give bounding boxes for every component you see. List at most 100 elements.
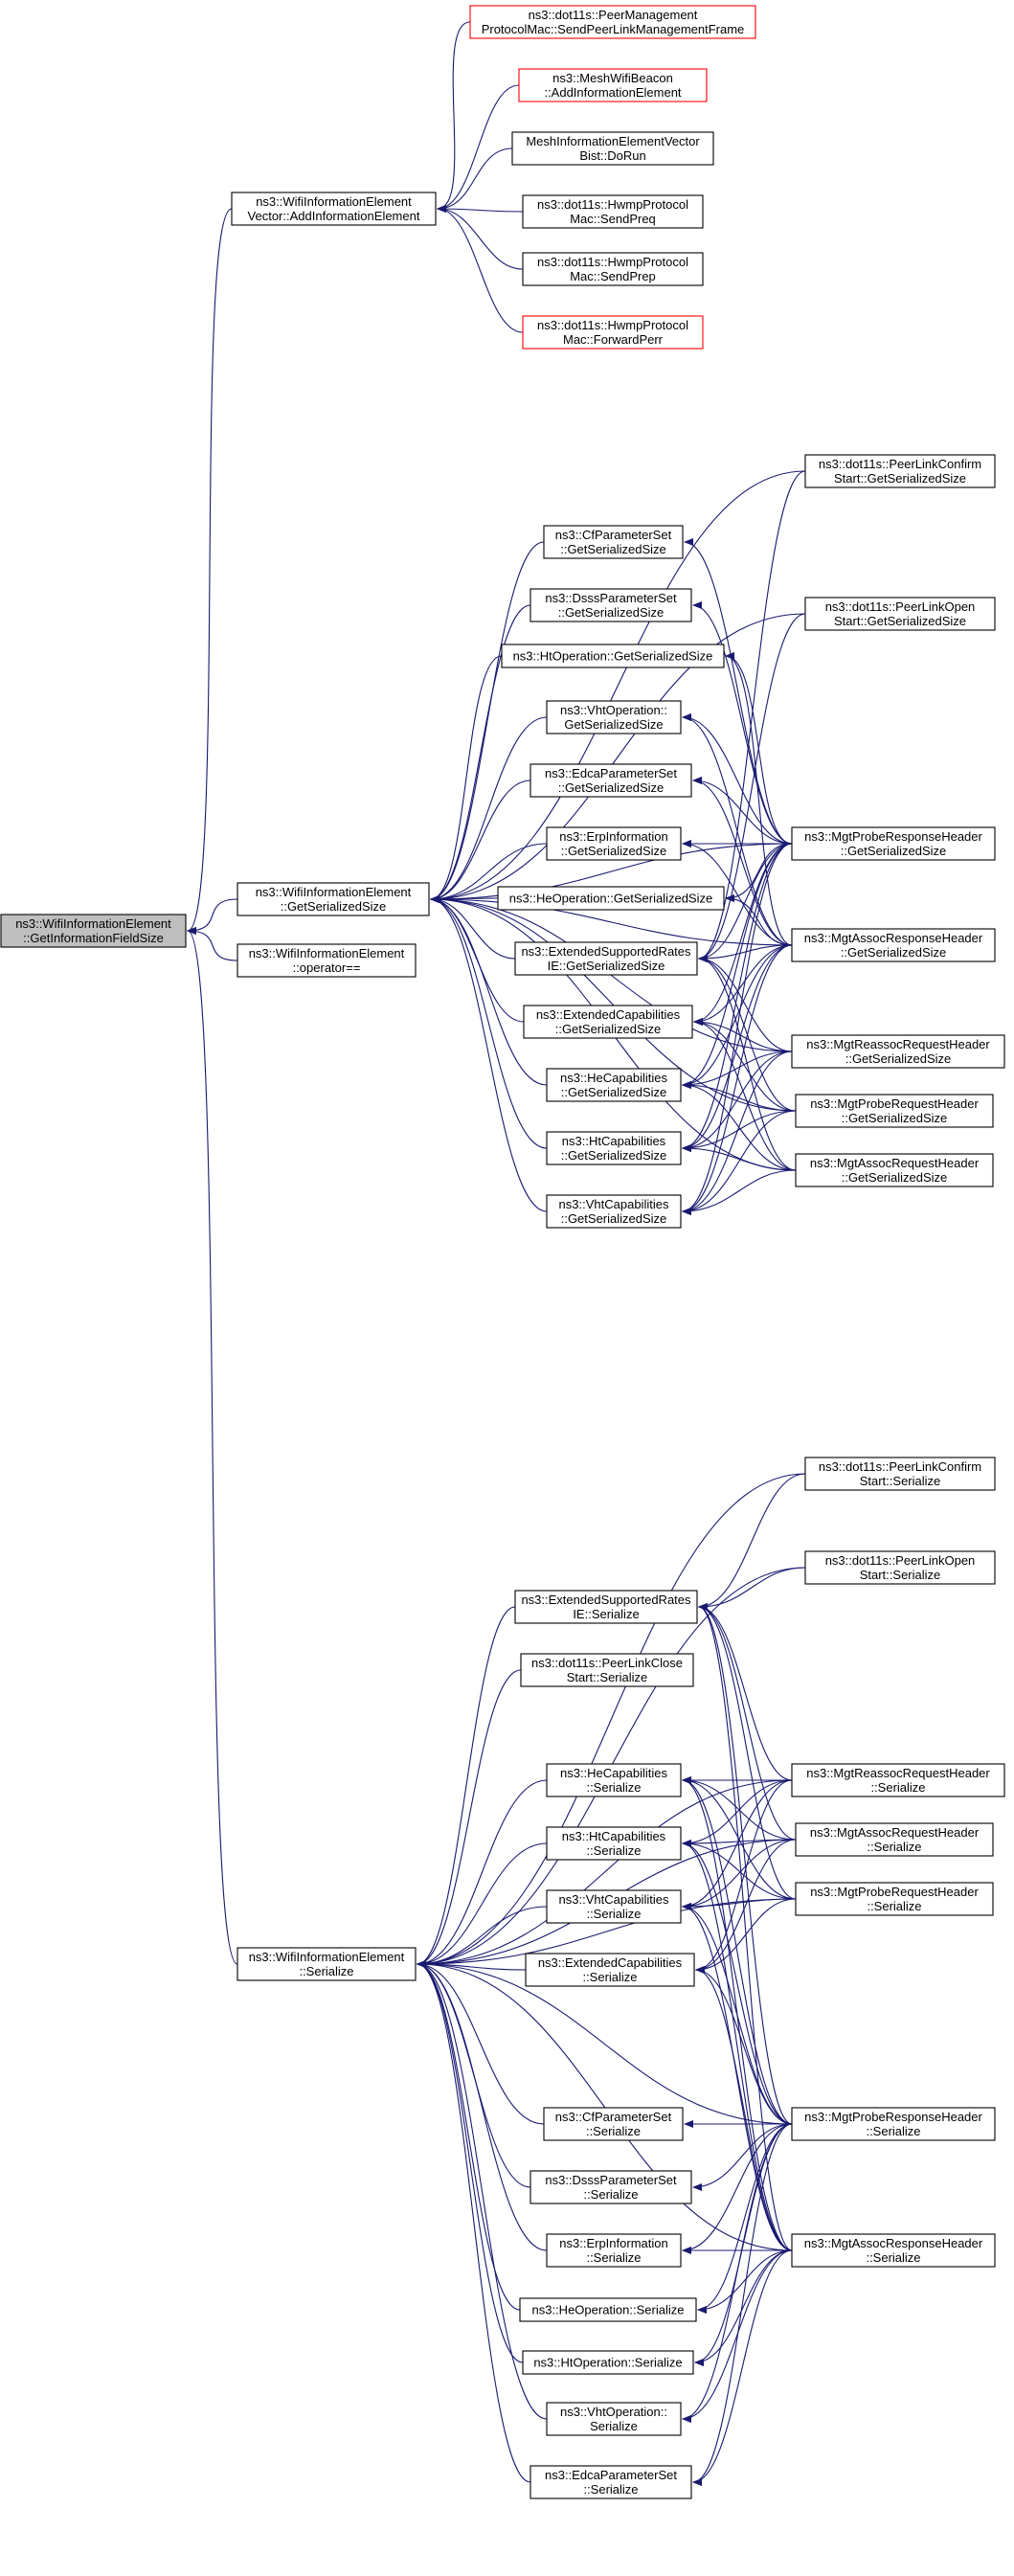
- node-hwmp-perr[interactable]: ns3::dot11s::HwmpProtocolMac::ForwardPer…: [522, 315, 704, 350]
- edge-s_probe_req-to-s_hecap: [682, 1776, 797, 1900]
- node-g-erp[interactable]: ns3::ErpInformation::GetSerializedSize: [546, 826, 682, 861]
- edge-s_assoc_resp-to-s_esr: [698, 1603, 793, 2251]
- node-label-line: Bist::DoRun: [579, 148, 645, 163]
- node-s-probe-resp[interactable]: ns3::MgtProbeResponseHeader::Serialize: [791, 2107, 996, 2141]
- node-mesh-beacon[interactable]: ns3::MeshWifiBeacon::AddInformationEleme…: [518, 68, 708, 102]
- node-g-htcap[interactable]: ns3::HtCapabilities::GetSerializedSize: [546, 1131, 682, 1165]
- node-vec-add[interactable]: ns3::WifiInformationElementVector::AddIn…: [231, 192, 437, 226]
- node-s-reassoc-req[interactable]: ns3::MgtReassocRequestHeader::Serialize: [791, 1763, 1005, 1797]
- node-label-line: ::Serialize: [866, 2250, 920, 2265]
- node-label-line: ::Serialize: [586, 1780, 641, 1795]
- node-s-vhtop[interactable]: ns3::VhtOperation::Serialize: [546, 2402, 682, 2436]
- node-box: [514, 1590, 698, 1624]
- edge-s_assoc_req-to-s_ecap: [695, 1839, 797, 1974]
- node-g-plc[interactable]: ns3::dot11s::PeerLinkConfirmStart::GetSe…: [804, 454, 996, 488]
- node-box: [520, 1653, 694, 1687]
- node-g-reassoc-req[interactable]: ns3::MgtReassocRequestHeader::GetSeriali…: [791, 1034, 1005, 1069]
- node-s-assoc-resp[interactable]: ns3::MgtAssocResponseHeader::Serialize: [791, 2233, 996, 2268]
- edge-s_plclose-to-ser: [417, 1669, 522, 1968]
- node-label-line: ns3::HtCapabilities: [562, 1829, 666, 1843]
- node-s-erp[interactable]: ns3::ErpInformation::Serialize: [546, 2233, 682, 2268]
- edge-s_assoc_req-to-s_hecap: [682, 1776, 797, 1841]
- node-g-probe-resp[interactable]: ns3::MgtProbeResponseHeader::GetSerializ…: [791, 826, 996, 861]
- node-g-vhtcap[interactable]: ns3::VhtCapabilities::GetSerializedSize: [546, 1194, 682, 1229]
- node-g-assoc-req[interactable]: ns3::MgtAssocRequestHeader::GetSerialize…: [795, 1153, 994, 1187]
- edge-s_assoc_req-to-s_htcap: [682, 1839, 797, 1847]
- node-label-line: ::AddInformationElement: [544, 85, 681, 100]
- edge-s_probe_req-to-s_vhtcap: [682, 1898, 797, 1910]
- node-g-hecap[interactable]: ns3::HeCapabilities::GetSerializedSize: [546, 1068, 682, 1102]
- node-label-line: ns3::ExtendedSupportedRates: [521, 944, 691, 959]
- node-s-plclose[interactable]: ns3::dot11s::PeerLinkCloseStart::Seriali…: [520, 1653, 694, 1687]
- node-label-line: ns3::WifiInformationElement: [256, 885, 412, 899]
- edge-s_reassoc_req-to-s_esr: [698, 1603, 793, 1781]
- node-box: [791, 1034, 1005, 1069]
- node-box: [237, 1947, 417, 1981]
- node-s-htcap[interactable]: ns3::HtCapabilities::Serialize: [546, 1826, 682, 1861]
- node-g-plo[interactable]: ns3::dot11s::PeerLinkOpenStart::GetSeria…: [804, 597, 996, 631]
- edge-g_cf-to-gss: [430, 541, 545, 903]
- node-g-heop[interactable]: ns3::HeOperation::GetSerializedSize: [497, 886, 725, 911]
- edge-s_assoc_req-to-s_vhtcap: [682, 1839, 797, 1910]
- node-g-cf[interactable]: ns3::CfParameterSet::GetSerializedSize: [543, 525, 684, 559]
- edge-g_hecap-to-gss: [430, 895, 548, 1086]
- node-s-vhtcap[interactable]: ns3::VhtCapabilities::Serialize: [546, 1889, 682, 1924]
- edge-mesh_ie_bist-to-vec_add: [437, 147, 513, 213]
- node-label-line: ns3::CfParameterSet: [555, 2110, 672, 2124]
- node-s-probe-req[interactable]: ns3::MgtProbeRequestHeader::Serialize: [795, 1882, 994, 1916]
- node-g-esr[interactable]: ns3::ExtendedSupportedRatesIE::GetSerial…: [514, 941, 698, 976]
- node-s-edca[interactable]: ns3::EdcaParameterSet::Serialize: [530, 2465, 692, 2499]
- node-label-line: ns3::HtOperation::GetSerializedSize: [513, 649, 713, 664]
- node-peer-mgmt[interactable]: ns3::dot11s::PeerManagementProtocolMac::…: [469, 5, 756, 39]
- node-g-ecap[interactable]: ns3::ExtendedCapabilities::GetSerialized…: [523, 1005, 693, 1039]
- edge-g_probe_resp-to-g_edca: [692, 777, 793, 845]
- node-g-probe-req[interactable]: ns3::MgtProbeRequestHeader::GetSerialize…: [795, 1094, 994, 1128]
- edge-g_plo-to-g_esr: [698, 613, 806, 962]
- node-s-heop[interactable]: ns3::HeOperation::Serialize: [519, 2297, 697, 2322]
- node-box: [546, 1763, 682, 1797]
- node-label-line: Serialize: [590, 2419, 638, 2433]
- node-s-plc[interactable]: ns3::dot11s::PeerLinkConfirmStart::Seria…: [804, 1457, 996, 1491]
- node-label-line: ns3::HeCapabilities: [560, 1766, 668, 1780]
- node-box: [791, 928, 996, 962]
- edge-g_assoc_resp-to-g_htcap: [682, 944, 793, 1152]
- node-s-assoc-req[interactable]: ns3::MgtAssocRequestHeader::Serialize: [795, 1822, 994, 1857]
- node-label-line: ::GetSerializedSize: [561, 1211, 667, 1226]
- node-box: [522, 252, 704, 286]
- node-label-line: ::GetSerializedSize: [560, 542, 666, 556]
- edge-vec_add-to-root: [187, 208, 233, 935]
- node-box: [522, 2350, 694, 2375]
- node-g-htop[interactable]: ns3::HtOperation::GetSerializedSize: [501, 644, 725, 668]
- node-g-vhtop[interactable]: ns3::VhtOperation::GetSerializedSize: [546, 700, 682, 734]
- node-s-plo[interactable]: ns3::dot11s::PeerLinkOpenStart::Serializ…: [804, 1550, 996, 1585]
- node-label-line: ::GetSerializedSize: [281, 899, 387, 914]
- node-label-line: ns3::WifiInformationElement: [249, 1950, 405, 1964]
- node-g-edca[interactable]: ns3::EdcaParameterSet::GetSerializedSize: [530, 763, 692, 798]
- node-ser[interactable]: ns3::WifiInformationElement::Serialize: [237, 1947, 417, 1981]
- node-g-dsss[interactable]: ns3::DsssParameterSet::GetSerializedSize: [530, 588, 692, 622]
- node-op-eq[interactable]: ns3::WifiInformationElement::operator==: [237, 943, 417, 978]
- edge-g_reassoc_req-to-g_vhtcap: [682, 1051, 793, 1215]
- edge-g_probe_resp-to-g_dsss: [692, 601, 793, 845]
- node-s-dsss[interactable]: ns3::DsssParameterSet::Serialize: [530, 2170, 692, 2204]
- edge-g_assoc_resp-to-g_heop: [725, 894, 793, 946]
- edge-g_probe_req-to-g_esr: [698, 955, 797, 1112]
- node-s-cf[interactable]: ns3::CfParameterSet::Serialize: [543, 2107, 684, 2141]
- edge-g_reassoc_req-to-g_ecap: [693, 1018, 793, 1052]
- node-root[interactable]: ns3::WifiInformationElement::GetInformat…: [0, 914, 187, 948]
- node-label-line: ::GetSerializedSize: [841, 945, 947, 960]
- node-box: [522, 315, 704, 350]
- node-s-ecap[interactable]: ns3::ExtendedCapabilities::Serialize: [525, 1953, 695, 1987]
- node-s-hecap[interactable]: ns3::HeCapabilities::Serialize: [546, 1763, 682, 1797]
- node-box: [530, 2170, 692, 2204]
- node-label-line: ::GetInformationFieldSize: [23, 931, 164, 945]
- node-g-assoc-resp[interactable]: ns3::MgtAssocResponseHeader::GetSerializ…: [791, 928, 996, 962]
- node-s-htop[interactable]: ns3::HtOperation::Serialize: [522, 2350, 694, 2375]
- node-gss[interactable]: ns3::WifiInformationElement::GetSerializ…: [237, 882, 430, 916]
- node-label-line: ::Serialize: [870, 1780, 925, 1795]
- edge-s_assoc_resp-to-s_hecap: [682, 1776, 793, 2251]
